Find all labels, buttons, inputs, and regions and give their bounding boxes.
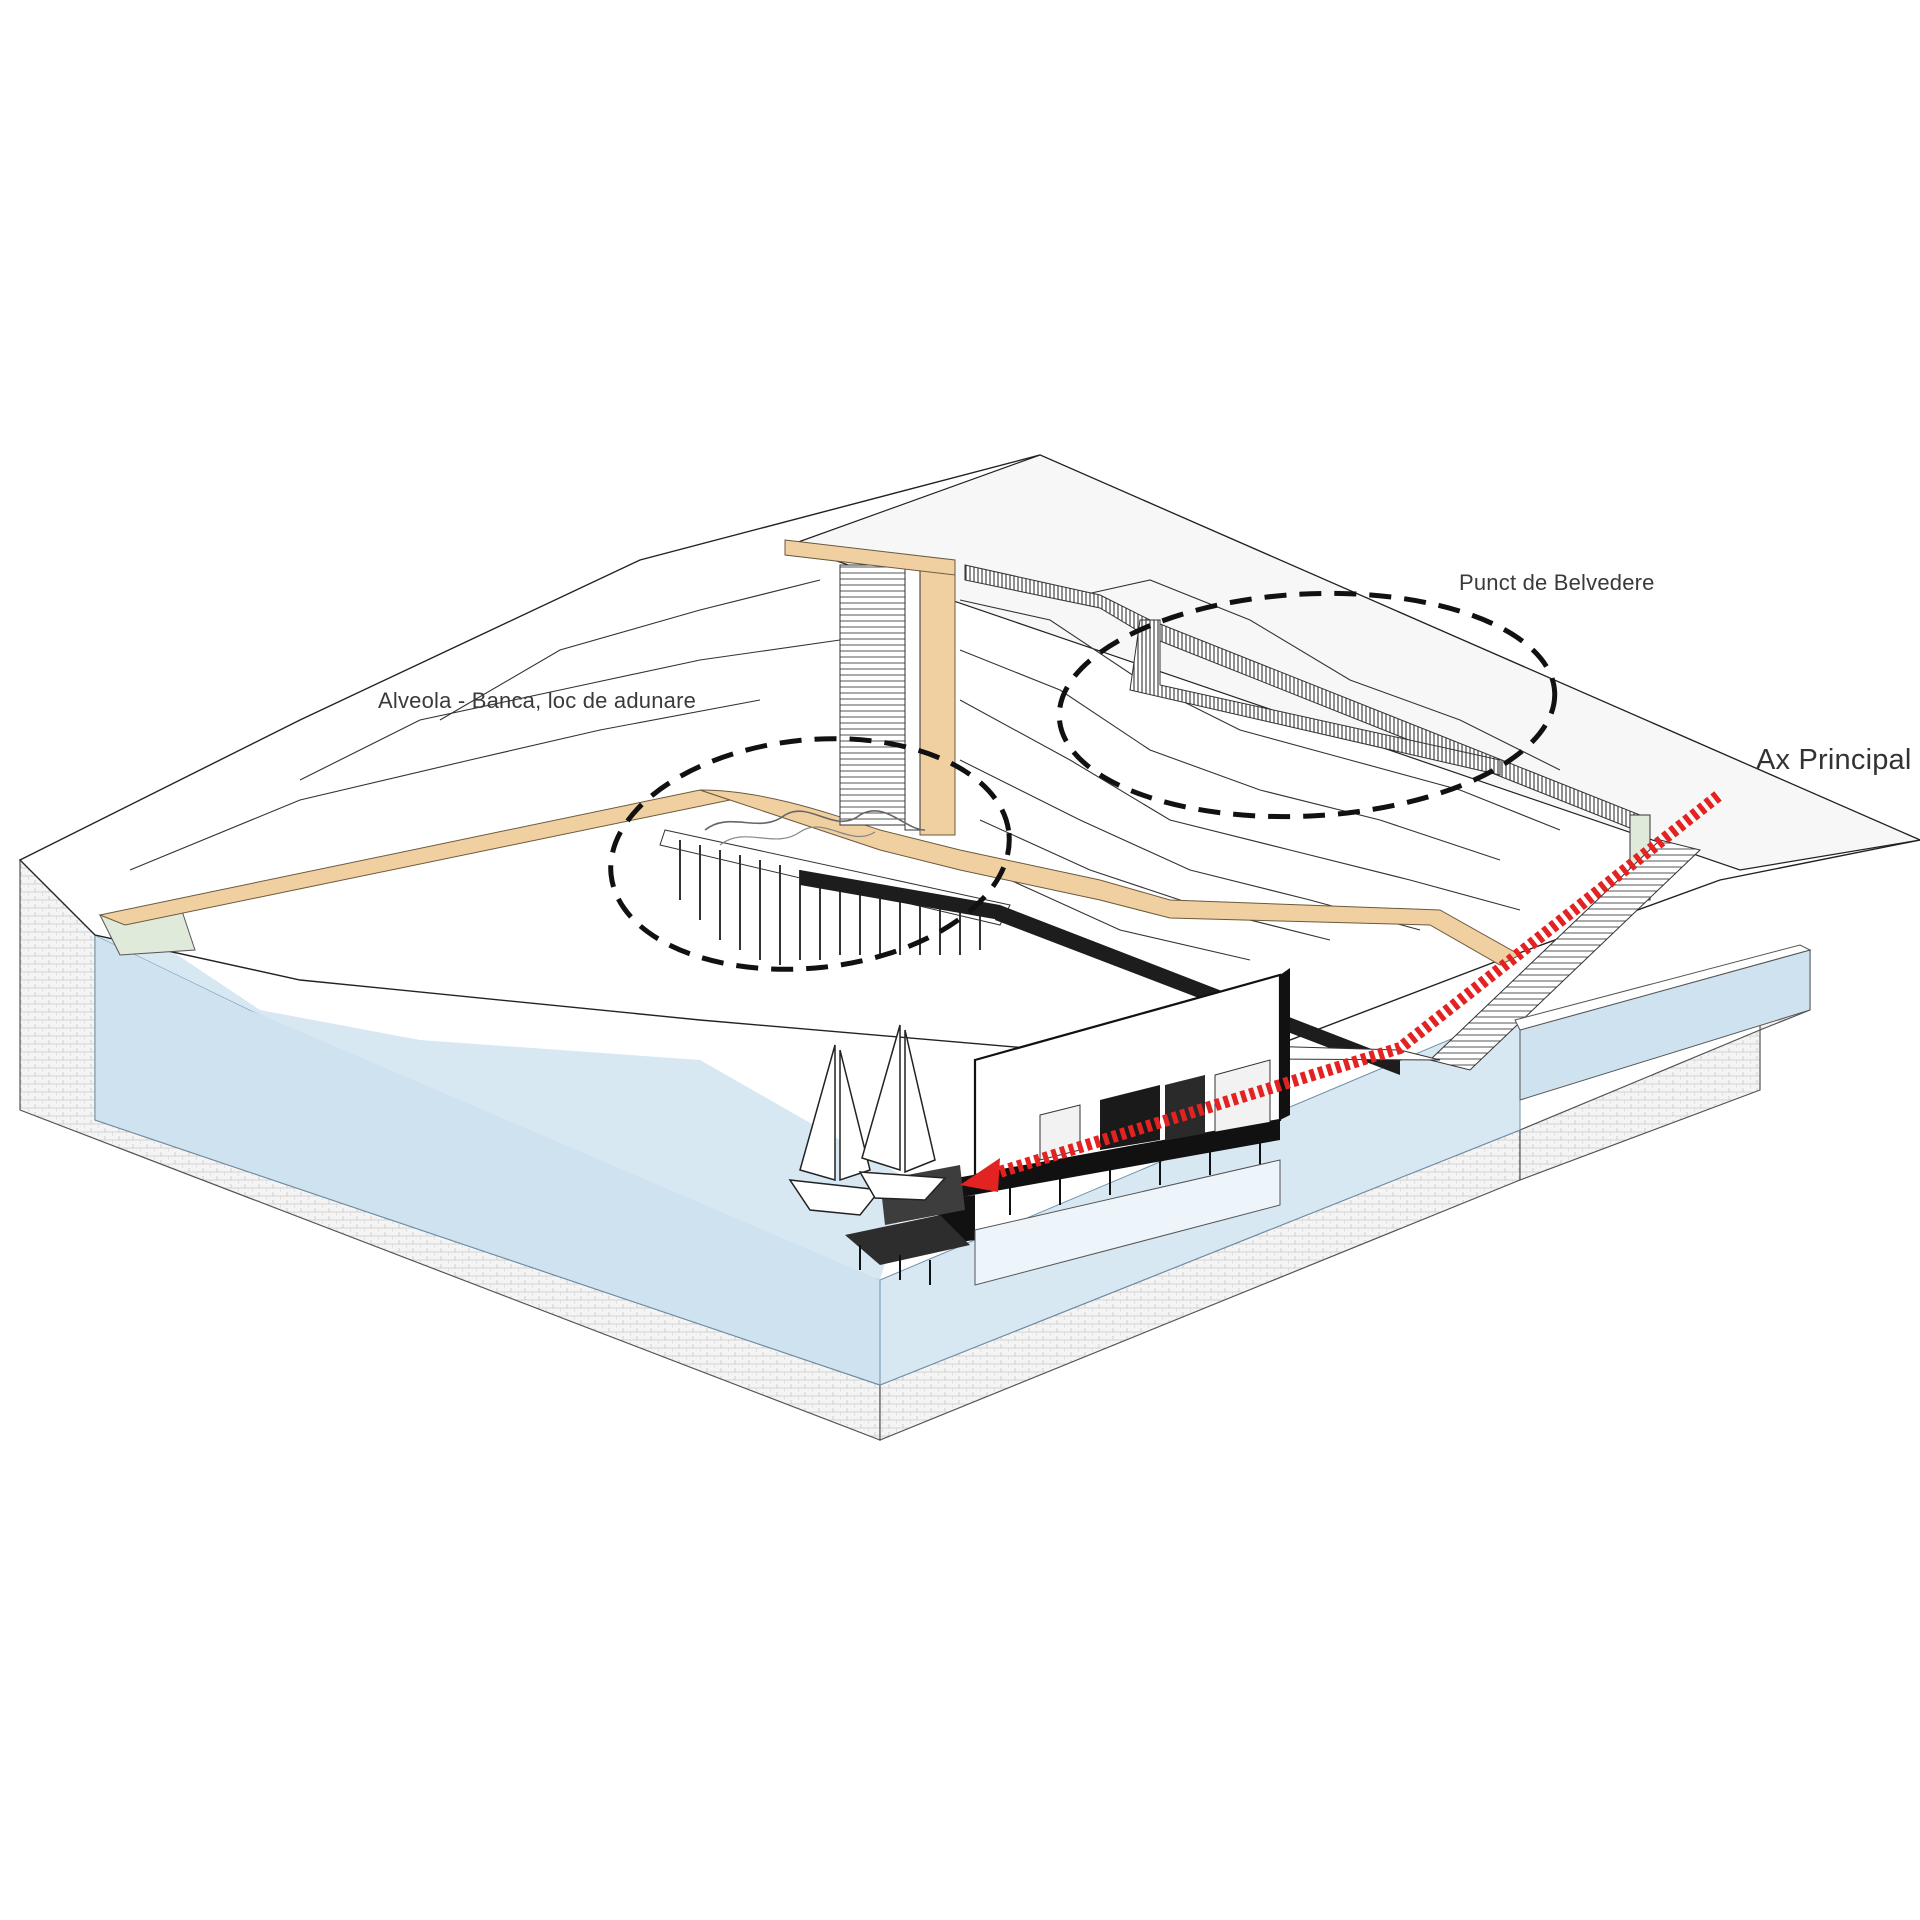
right-stairway bbox=[1428, 839, 1702, 1071]
sailboat-icon bbox=[858, 1024, 947, 1201]
pier-alveola bbox=[659, 810, 1011, 965]
main-axis-label: Ax Principal bbox=[1756, 744, 1912, 776]
belvedere-focus-ellipse bbox=[1056, 590, 1558, 820]
hillside-terrain bbox=[18, 454, 1920, 1051]
right-canal bbox=[1514, 944, 1812, 1101]
shore-promenade bbox=[98, 789, 1522, 966]
alveola-label: Alveola - Banca, loc de adunare bbox=[378, 688, 697, 713]
red-axis-arrow bbox=[960, 791, 1722, 1192]
boat-pavilion bbox=[938, 968, 1290, 1286]
belvedere-label: Punct de Belvedere bbox=[1459, 570, 1655, 595]
sailboat-icon bbox=[788, 1044, 882, 1216]
alveola-focus-ellipse bbox=[608, 736, 1012, 972]
central-ramp-and-stairs bbox=[784, 539, 956, 836]
